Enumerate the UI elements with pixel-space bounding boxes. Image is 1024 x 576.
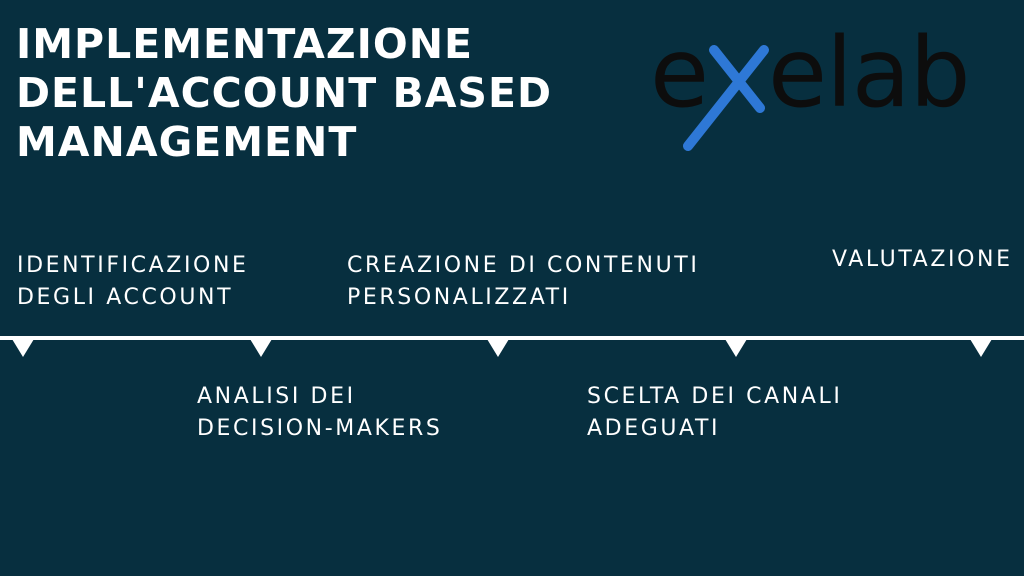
step-2-label: ANALISI DEI DECISION-MAKERS xyxy=(197,381,442,445)
timeline-marker-3 xyxy=(487,339,509,357)
timeline-marker-5 xyxy=(970,339,992,357)
step-2-line-1: ANALISI DEI xyxy=(197,384,356,409)
step-3-line-2: PERSONALIZZATI xyxy=(347,285,571,310)
step-4-label: SCELTA DEI CANALI ADEGUATI xyxy=(587,381,842,445)
timeline-marker-4 xyxy=(725,339,747,357)
step-5-line-1: VALUTAZIONE xyxy=(832,247,1013,272)
logo-text-rest: elab xyxy=(768,20,970,129)
step-1-line-2: DEGLI ACCOUNT xyxy=(17,285,234,310)
logo-x-long-stroke xyxy=(683,45,769,151)
step-4-line-1: SCELTA DEI CANALI xyxy=(587,384,843,409)
timeline-line xyxy=(0,336,1024,340)
step-5-label: VALUTAZIONE xyxy=(832,244,1013,276)
title-line-1: IMPLEMENTAZIONE xyxy=(16,20,474,68)
step-3-line-1: CREAZIONE DI CONTENUTI xyxy=(347,253,700,278)
exelab-logo: e elab xyxy=(650,20,971,151)
step-1-line-1: IDENTIFICAZIONE xyxy=(17,253,249,278)
step-2-line-2: DECISION-MAKERS xyxy=(197,416,443,441)
title-line-2: DELL'ACCOUNT BASED xyxy=(16,69,553,117)
timeline-marker-2 xyxy=(250,339,272,357)
step-3-label: CREAZIONE DI CONTENUTI PERSONALIZZATI xyxy=(347,250,699,314)
timeline-marker-1 xyxy=(12,339,34,357)
logo-text-e1: e xyxy=(650,20,708,129)
step-1-label: IDENTIFICAZIONE DEGLI ACCOUNT xyxy=(17,250,249,314)
title-line-3: MANAGEMENT xyxy=(16,118,358,166)
step-4-line-2: ADEGUATI xyxy=(587,416,721,441)
page-title: IMPLEMENTAZIONE DELL'ACCOUNT BASED MANAG… xyxy=(16,20,552,167)
